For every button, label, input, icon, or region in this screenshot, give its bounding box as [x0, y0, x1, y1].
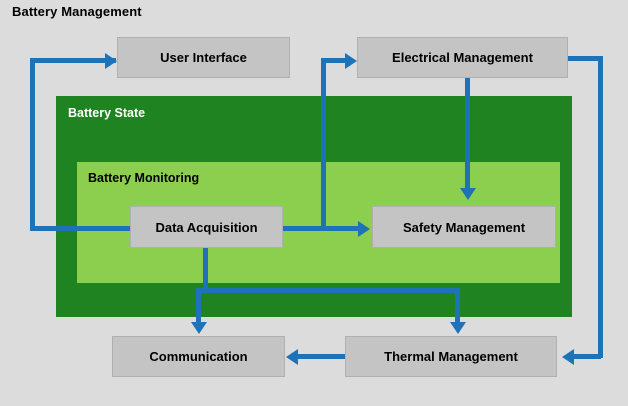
edge-right-rail-vertical: [598, 56, 603, 358]
node-electrical-management[interactable]: Electrical Management: [357, 37, 568, 78]
edge-mid-rail-to-electrical-management: [321, 58, 347, 63]
edge-bus-to-communication: [196, 288, 201, 325]
edge-left-rail-vertical: [30, 58, 35, 231]
edge-mid-rail-vertical: [321, 58, 326, 231]
node-safety-management[interactable]: Safety Management: [372, 206, 556, 248]
arrowhead-to-user-interface: [105, 52, 117, 69]
edge-data-acquisition-to-safety-management: [283, 226, 362, 231]
arrowhead-to-safety-management: [358, 220, 370, 237]
edge-bus-to-thermal-management: [455, 288, 460, 325]
edge-bottom-distribution-bus: [196, 288, 460, 293]
edge-electrical-management-to-right-rail: [568, 56, 603, 61]
arrowhead-to-electrical-management: [345, 52, 357, 69]
arrowhead-left-to-thermal-management: [562, 348, 574, 365]
edge-left-rail-to-user-interface: [30, 58, 116, 63]
arrowhead-left-to-communication: [286, 348, 298, 365]
edge-data-acquisition-to-left-rail: [30, 226, 132, 231]
edge-right-rail-to-thermal-management: [573, 354, 601, 359]
container-battery-monitoring-label: Battery Monitoring: [88, 171, 200, 185]
page-title: Battery Management: [12, 4, 142, 19]
arrowhead-down-to-safety-management: [459, 188, 476, 200]
edge-data-acquisition-down-stem: [203, 248, 208, 293]
arrowhead-down-to-communication: [190, 322, 207, 334]
edge-electrical-management-to-safety-management: [465, 78, 470, 190]
node-thermal-management[interactable]: Thermal Management: [345, 336, 557, 377]
arrowhead-down-to-thermal-management: [449, 322, 466, 334]
edge-thermal-management-to-communication: [297, 354, 347, 359]
node-communication[interactable]: Communication: [112, 336, 285, 377]
node-user-interface[interactable]: User Interface: [117, 37, 290, 78]
container-battery-state-label: Battery State: [68, 106, 146, 120]
node-data-acquisition[interactable]: Data Acquisition: [130, 206, 283, 248]
